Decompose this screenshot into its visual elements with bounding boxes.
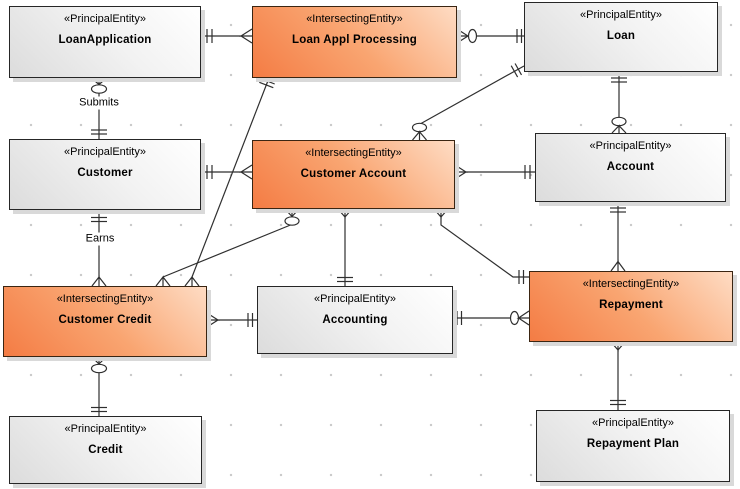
connector-customeraccount-account[interactable] <box>454 164 535 180</box>
entity-accounting[interactable]: «PrincipalEntity» Accounting <box>257 286 453 354</box>
connector-repayment-repaymentplan[interactable] <box>610 341 626 410</box>
entity-repayment[interactable]: «IntersectingEntity» Repayment <box>529 271 733 342</box>
entity-loan-application[interactable]: «PrincipalEntity» LoanApplication <box>9 6 201 78</box>
connector-loanapplprocessing-customercredit[interactable] <box>184 77 275 287</box>
connector-earns[interactable] <box>91 210 107 287</box>
entity-repayment-plan[interactable]: «PrincipalEntity» Repayment Plan <box>536 410 730 482</box>
entity-stereotype: «IntersectingEntity» <box>306 13 403 25</box>
entity-name: Loan <box>606 30 636 42</box>
entity-customer-account[interactable]: «IntersectingEntity» Customer Account <box>252 140 455 209</box>
connector-customeraccount-accounting[interactable] <box>337 208 353 286</box>
entity-loan-appl-processing[interactable]: «IntersectingEntity» Loan Appl Processin… <box>252 6 457 78</box>
entity-name: Repayment Plan <box>586 438 680 450</box>
entity-name: Account <box>606 161 655 173</box>
connector-label-earns[interactable]: Earns <box>83 232 117 246</box>
connector-accounting-repayment[interactable] <box>453 310 530 326</box>
connector-customercredit-credit[interactable] <box>90 356 108 416</box>
entity-stereotype: «IntersectingEntity» <box>56 293 154 305</box>
connector-customeraccount-repayment[interactable] <box>433 208 529 284</box>
connector-customeraccount-customercredit[interactable] <box>155 208 300 287</box>
entity-name: Accounting <box>322 314 388 326</box>
connector-customercredit-accounting[interactable] <box>206 312 257 328</box>
connector-loanapplprocessing-loan[interactable] <box>456 28 524 44</box>
entity-stereotype: «PrincipalEntity» <box>64 13 146 25</box>
entity-name: Loan Appl Processing <box>292 34 417 46</box>
entity-customer[interactable]: «PrincipalEntity» Customer <box>9 139 201 210</box>
entity-stereotype: «PrincipalEntity» <box>64 423 147 435</box>
entity-customer-credit[interactable]: «IntersectingEntity» Customer Credit <box>3 286 207 357</box>
entity-name: Credit <box>88 444 123 456</box>
entity-stereotype: «IntersectingEntity» <box>582 278 680 290</box>
entity-account[interactable]: «PrincipalEntity» Account <box>535 133 726 202</box>
entity-stereotype: «PrincipalEntity» <box>592 417 674 429</box>
entity-name: Repayment <box>599 299 663 311</box>
connector-loan-customeraccount[interactable] <box>411 63 525 141</box>
entity-stereotype: «PrincipalEntity» <box>589 140 672 152</box>
entity-stereotype: «PrincipalEntity» <box>580 9 662 21</box>
connector-customer-customeraccount[interactable] <box>201 164 253 180</box>
connector-label-submits[interactable]: Submits <box>77 96 121 110</box>
entity-name: Customer Credit <box>58 314 152 326</box>
entity-name: Customer Account <box>300 168 407 180</box>
entity-credit[interactable]: «PrincipalEntity» Credit <box>9 416 202 484</box>
entity-stereotype: «IntersectingEntity» <box>305 147 402 159</box>
connector-account-repayment[interactable] <box>610 202 626 272</box>
connector-loanapplication-loanapplprocessing[interactable] <box>201 28 253 44</box>
entity-stereotype: «PrincipalEntity» <box>64 146 146 158</box>
entity-name: Customer <box>77 167 133 179</box>
entity-name: LoanApplication <box>58 34 152 46</box>
connector-loan-account[interactable] <box>611 72 627 134</box>
entity-stereotype: «PrincipalEntity» <box>314 293 396 305</box>
entity-loan[interactable]: «PrincipalEntity» Loan <box>524 2 718 72</box>
